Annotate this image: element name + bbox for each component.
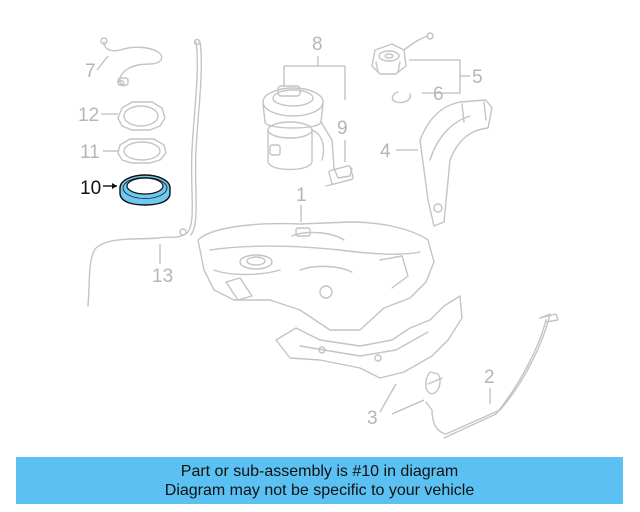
leader-5 bbox=[409, 59, 470, 94]
part-9-level-sender bbox=[325, 165, 354, 187]
callout-1: 1 bbox=[296, 185, 307, 206]
callout-2: 2 bbox=[484, 367, 495, 388]
part-6-clip bbox=[391, 91, 411, 104]
callout-5: 5 bbox=[472, 67, 483, 88]
callout-8: 8 bbox=[312, 34, 323, 55]
callout-12: 12 bbox=[78, 105, 99, 126]
callout-11: 11 bbox=[80, 142, 100, 163]
banner-line-1: Part or sub-assembly is #10 in diagram bbox=[180, 463, 459, 480]
part-1-fuel-tank bbox=[197, 221, 435, 331]
leader-3 bbox=[379, 383, 425, 415]
part-12-gasket bbox=[117, 101, 166, 131]
info-banner: Part or sub-assembly is #10 in diagram D… bbox=[16, 457, 623, 504]
part-3-heat-shield bbox=[275, 295, 463, 395]
callout-6: 6 bbox=[433, 84, 444, 105]
part-5-filler-cap bbox=[371, 32, 434, 75]
callout-10: 10 bbox=[80, 178, 101, 199]
banner-line-2: Diagram may not be specific to your vehi… bbox=[164, 482, 475, 499]
parts-diagram: 7 12 11 10 13 bbox=[78, 32, 559, 439]
callout-4: 4 bbox=[380, 141, 391, 162]
part-7-sender-wire bbox=[100, 37, 163, 87]
leader-10-arrowhead bbox=[112, 183, 117, 189]
part-10-lock-ring bbox=[119, 174, 171, 206]
part-11-seal bbox=[117, 138, 167, 164]
callout-7: 7 bbox=[85, 61, 96, 82]
part-8-fuel-pump bbox=[262, 85, 335, 171]
callout-3: 3 bbox=[367, 408, 378, 429]
leader-7 bbox=[96, 55, 109, 71]
part-2-tank-strap bbox=[425, 313, 559, 439]
part-13-vent-line bbox=[87, 38, 203, 307]
leader-8 bbox=[283, 56, 346, 162]
callout-13: 13 bbox=[152, 266, 173, 287]
part-4-filler-housing bbox=[419, 99, 493, 227]
callout-9: 9 bbox=[337, 118, 348, 139]
